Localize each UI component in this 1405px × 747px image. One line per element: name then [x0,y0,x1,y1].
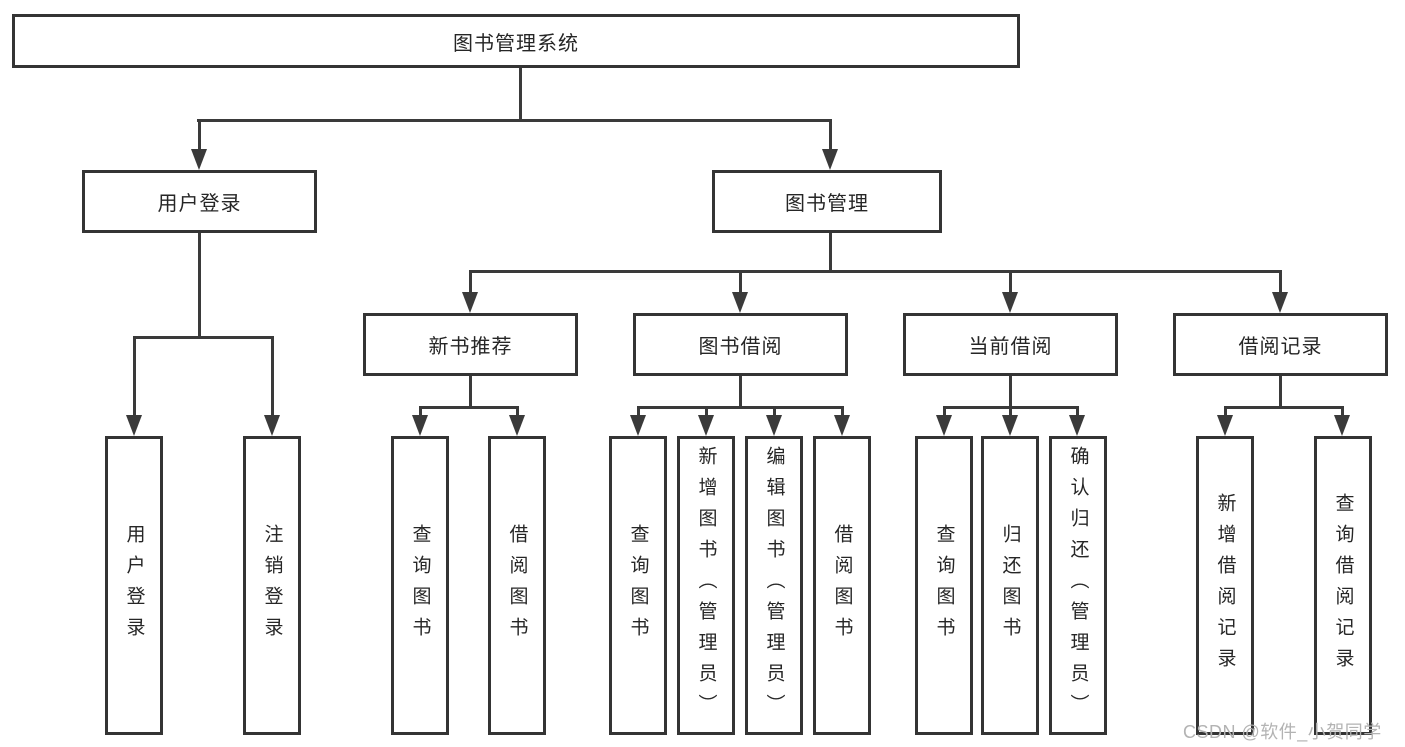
connector-vline [841,406,844,415]
leaf-user-login: 用户登录 [105,436,163,735]
arrow-down-icon [698,415,714,436]
node-library-management-system: 图书管理系统 [12,14,1020,68]
arrow-down-icon [1069,415,1085,436]
connector-vline [1076,406,1079,415]
node-borrow-records: 借阅记录 [1173,313,1388,376]
connector-hline [419,406,519,409]
arrow-down-icon [936,415,952,436]
connector-hline [1224,406,1344,409]
arrow-down-icon [766,415,782,436]
connector-vline [1009,406,1012,415]
connector-vline [773,406,776,415]
connector-vline [469,376,472,409]
arrow-down-icon [126,415,142,436]
connector-vline [1279,270,1282,292]
arrow-down-icon [191,149,207,170]
arrow-down-icon [1272,292,1288,313]
node-user-login: 用户登录 [82,170,317,233]
arrow-down-icon [264,415,280,436]
arrow-down-icon [1002,415,1018,436]
connector-vline [198,233,201,339]
connector-vline [829,119,832,150]
connector-vline [198,119,201,150]
arrow-down-icon [509,415,525,436]
leaf-borrow-books-1: 借阅图书 [488,436,546,735]
connector-vline [1341,406,1344,415]
connector-vline [1279,376,1282,409]
arrow-down-icon [834,415,850,436]
leaf-query-borrow-record: 查询借阅记录 [1314,436,1372,735]
leaf-query-books-3: 查询图书 [915,436,973,735]
csdn-watermark: CSDN @软件_小贺同学 [1183,722,1382,742]
connector-hline [637,406,844,409]
leaf-add-book-admin: 新增图书（管理员） [677,436,735,735]
leaf-query-books-2: 查询图书 [609,436,667,735]
arrow-down-icon [1002,292,1018,313]
connector-hline [197,119,832,122]
connector-vline [1224,406,1227,415]
connector-vline [519,68,522,120]
leaf-query-books-1: 查询图书 [391,436,449,735]
arrow-down-icon [822,149,838,170]
arrow-down-icon [462,292,478,313]
node-book-management: 图书管理 [712,170,942,233]
connector-vline [469,270,472,292]
node-new-book-recommend: 新书推荐 [363,313,578,376]
leaf-add-borrow-record: 新增借阅记录 [1196,436,1254,735]
arrow-down-icon [1334,415,1350,436]
node-current-borrow: 当前借阅 [903,313,1118,376]
connector-vline [943,406,946,415]
connector-hline [133,336,274,339]
arrow-down-icon [630,415,646,436]
connector-vline [419,406,422,415]
connector-vline [739,270,742,292]
connector-vline [271,336,274,415]
connector-vline [739,376,742,409]
connector-vline [637,406,640,415]
connector-vline [133,336,136,415]
connector-vline [705,406,708,415]
connector-hline [469,270,1282,273]
leaf-edit-book-admin: 编辑图书（管理员） [745,436,803,735]
arrow-down-icon [412,415,428,436]
leaf-borrow-books-2: 借阅图书 [813,436,871,735]
leaf-logout: 注销登录 [243,436,301,735]
connector-vline [829,233,832,273]
leaf-confirm-return-admin: 确认归还（管理员） [1049,436,1107,735]
connector-vline [516,406,519,415]
arrow-down-icon [732,292,748,313]
connector-vline [1009,376,1012,409]
arrow-down-icon [1217,415,1233,436]
leaf-return-books: 归还图书 [981,436,1039,735]
node-book-borrow: 图书借阅 [633,313,848,376]
connector-vline [1009,270,1012,292]
